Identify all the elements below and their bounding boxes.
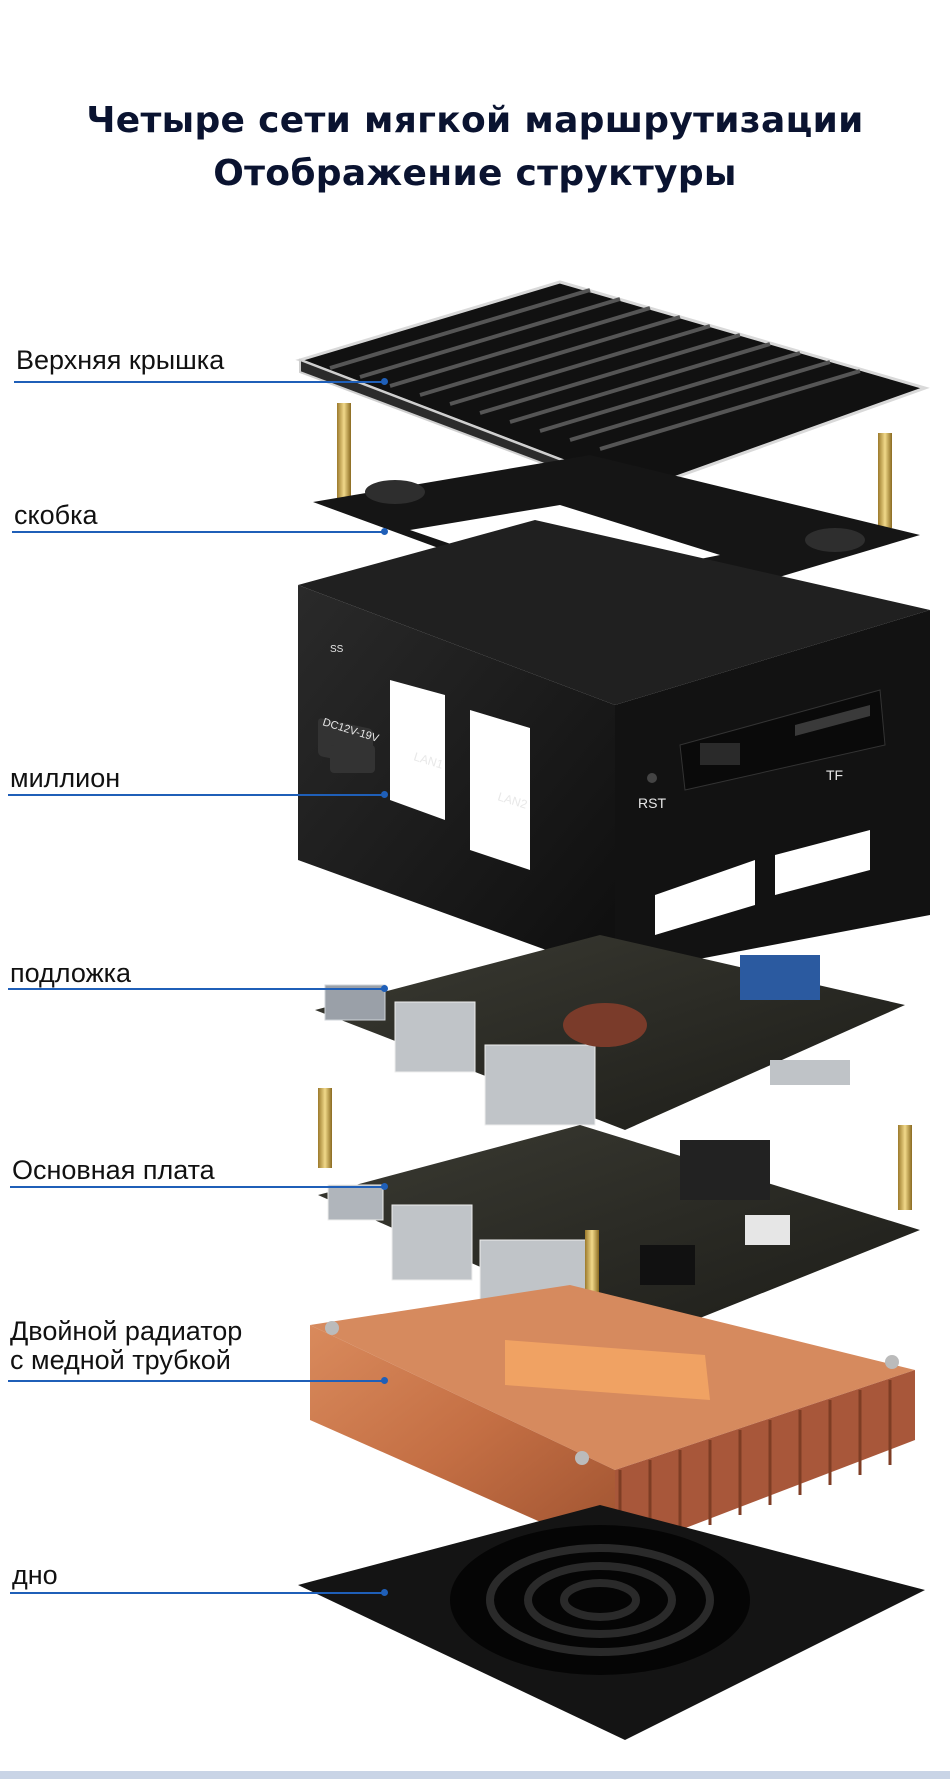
label-heatsink-line1: Двойной радиатор	[10, 1316, 243, 1346]
svg-text:TF: TF	[826, 767, 843, 783]
label-substrate: подложка	[10, 958, 132, 988]
leader-dot-mainboard	[381, 1183, 388, 1190]
leader-dot-heatsink	[381, 1377, 388, 1384]
leader-line-shell	[8, 794, 386, 796]
label-top-cover: Верхняя крышка	[16, 345, 225, 375]
leader-line-heatsink	[8, 1380, 386, 1382]
label-heatsink-line2: с медной трубкой	[10, 1345, 231, 1375]
label-shell: миллион	[10, 763, 121, 793]
svg-text:SS: SS	[330, 644, 344, 655]
leader-line-mainboard	[10, 1186, 386, 1188]
page-subtitle: Отображение структуры	[213, 153, 737, 194]
leader-dot-substrate	[381, 985, 388, 992]
leader-dot-shell	[381, 791, 388, 798]
leader-line-bracket	[12, 531, 386, 533]
substrate-board-part	[315, 935, 905, 1130]
label-mainboard: Основная плата	[12, 1155, 215, 1185]
bottom-strip	[0, 1771, 950, 1779]
page-title: Четыре сети мягкой маршрутизации	[86, 100, 864, 141]
leader-dot-bracket	[381, 528, 388, 535]
label-bottom: дно	[12, 1560, 58, 1590]
label-bracket: скобка	[14, 500, 98, 530]
leader-line-top-cover	[14, 381, 386, 383]
case-shell-part: DC12V-19V LAN1 LAN2 SS RST TF	[298, 520, 930, 975]
leader-line-substrate	[8, 988, 386, 990]
bottom-plate-part	[298, 1505, 925, 1740]
leader-line-bottom	[10, 1592, 386, 1594]
svg-text:RST: RST	[638, 795, 666, 811]
leader-dot-top-cover	[381, 378, 388, 385]
leader-dot-bottom	[381, 1589, 388, 1596]
